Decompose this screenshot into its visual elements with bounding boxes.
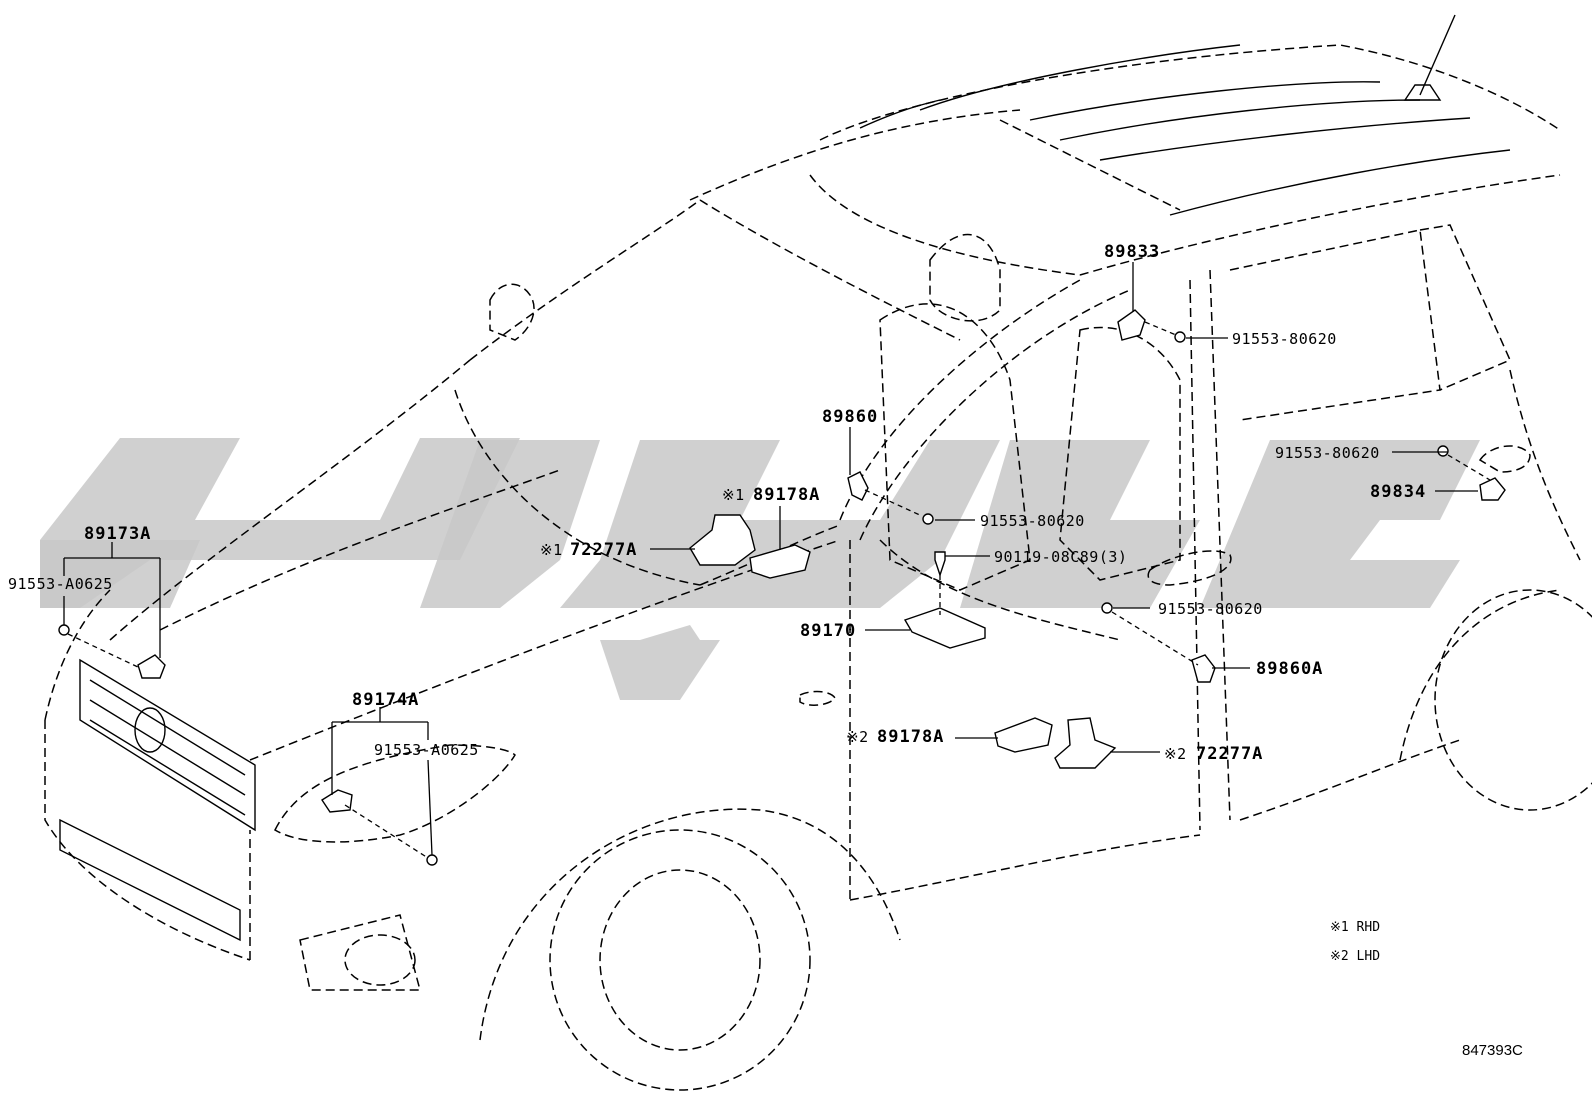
part-72277A-rhd — [689, 514, 756, 566]
part-89833 — [1117, 309, 1146, 341]
label-91553-80620-a: 91553-80620 — [1232, 330, 1337, 348]
part-72277A-lhd — [1054, 717, 1117, 769]
label-72277A-rhd-mark: ※1 — [540, 541, 563, 559]
bolt-91553-80620-d — [1101, 602, 1113, 614]
label-89173A: 89173A — [84, 524, 151, 544]
bolt-91553-80620-c — [922, 513, 934, 525]
label-90119-08C89: 90119-08C89(3) — [994, 548, 1127, 566]
label-91553-80620-d: 91553-80620 — [1158, 600, 1263, 618]
label-91553-80620-b: 91553-80620 — [1275, 444, 1380, 462]
part-89170 — [903, 607, 986, 649]
part-89834 — [1479, 477, 1506, 501]
part-89860A — [1191, 654, 1216, 683]
legend-rhd: ※1 RHD — [1330, 920, 1380, 935]
bolt-91553-A0625-b — [426, 854, 438, 866]
part-89178A-rhd — [749, 544, 811, 579]
part-89178A-lhd — [994, 717, 1053, 753]
label-89178A-rhd-mark: ※1 — [722, 486, 745, 504]
part-89174A — [321, 789, 353, 813]
label-72277A-rhd: 72277A — [570, 540, 637, 560]
bolt-91553-80620-b — [1437, 445, 1449, 457]
label-91553-A0625-b: 91553-A0625 — [374, 741, 479, 759]
parts — [58, 309, 1506, 866]
label-89174A: 89174A — [352, 690, 419, 710]
label-89170: 89170 — [800, 621, 856, 641]
legend-lhd: ※2 LHD — [1330, 949, 1380, 964]
label-91553-80620-c: 91553-80620 — [980, 512, 1085, 530]
bolt-91553-80620-a — [1174, 331, 1186, 343]
label-89834: 89834 — [1370, 482, 1426, 502]
figure-code: 847393C — [1462, 1042, 1523, 1059]
label-91553-A0625-a: 91553-A0625 — [8, 575, 113, 593]
part-89173A — [137, 654, 166, 679]
legend: ※1 RHD ※2 LHD — [1330, 920, 1380, 964]
label-72277A-lhd-mark: ※2 — [1164, 745, 1187, 763]
label-89833: 89833 — [1104, 242, 1160, 262]
screw-90119-08C89 — [934, 551, 946, 578]
label-89860A: 89860A — [1256, 659, 1323, 679]
label-89860: 89860 — [822, 407, 878, 427]
bolt-91553-A0625-a — [58, 624, 70, 636]
labels: 89833 91553-80620 89860 91553-80620 8983… — [8, 242, 1426, 764]
label-89178A-lhd-mark: ※2 — [846, 728, 869, 746]
part-89860 — [847, 471, 869, 501]
label-72277A-lhd: 72277A — [1196, 744, 1263, 764]
leader-lines — [63, 262, 1491, 859]
label-89178A-rhd: 89178A — [753, 485, 820, 505]
label-89178A-lhd: 89178A — [877, 727, 944, 747]
